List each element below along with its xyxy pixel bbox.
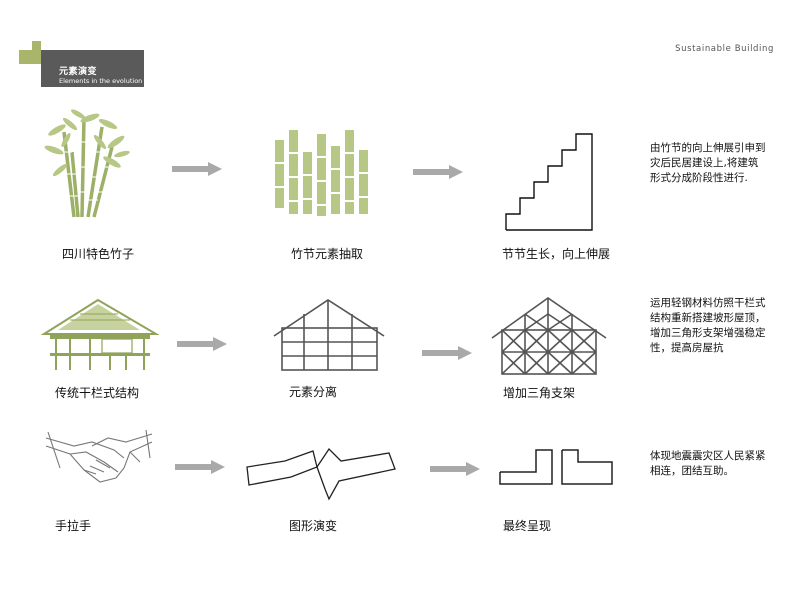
row3-step3-label: 最终呈现	[503, 519, 552, 533]
row1-step2-label: 竹节元素抽取	[291, 247, 364, 261]
bamboo-plant-illustration	[44, 109, 130, 218]
row2-description: 运用轻钢材料仿照干栏式结构重新搭建坡形屋顶，增加三角形支架增强稳定性，提高房屋抗	[650, 297, 766, 354]
row2-step2-label: 元素分离	[289, 385, 338, 399]
final-form-diagram	[499, 449, 613, 485]
stilt-house-illustration	[40, 298, 160, 370]
header-title-en: Elements in the evolution	[59, 77, 143, 85]
braced-frame-diagram	[491, 297, 607, 375]
arrow-right-icon	[175, 460, 225, 474]
arrow-right-icon	[413, 165, 463, 179]
logo-gray-block	[41, 50, 144, 87]
row2-step3-label: 增加三角支架	[503, 386, 576, 400]
separated-frame-diagram	[273, 299, 385, 371]
arrow-right-icon	[172, 162, 222, 176]
row3-step2-label: 图形演变	[289, 519, 338, 533]
arrow-right-icon	[422, 346, 472, 360]
logo-green-block-top	[32, 41, 41, 50]
arrow-right-icon	[430, 462, 480, 476]
arrow-right-icon	[177, 337, 227, 351]
row1-step3-label: 节节生长，向上伸展	[502, 247, 611, 261]
row2-step1-label: 传统干栏式结构	[55, 386, 140, 400]
staircase-diagram	[505, 133, 593, 231]
bamboo-segments-illustration	[275, 130, 368, 216]
header-title-cn: 元素演变	[59, 67, 98, 77]
row1-step1-label: 四川特色竹子	[62, 247, 135, 261]
row1-description: 由竹节的向上伸展引申到灾后民居建设上,将建筑形式分成阶段性进行.	[650, 142, 766, 184]
header-tag: Sustainable Building	[675, 44, 774, 54]
logo-green-block-left	[19, 50, 41, 64]
handshake-illustration	[45, 429, 153, 483]
shape-evolution-diagram	[246, 447, 396, 501]
row3-step1-label: 手拉手	[55, 519, 92, 533]
row3-description: 体现地震震灾区人民紧紧相连，团结互助。	[650, 450, 766, 477]
